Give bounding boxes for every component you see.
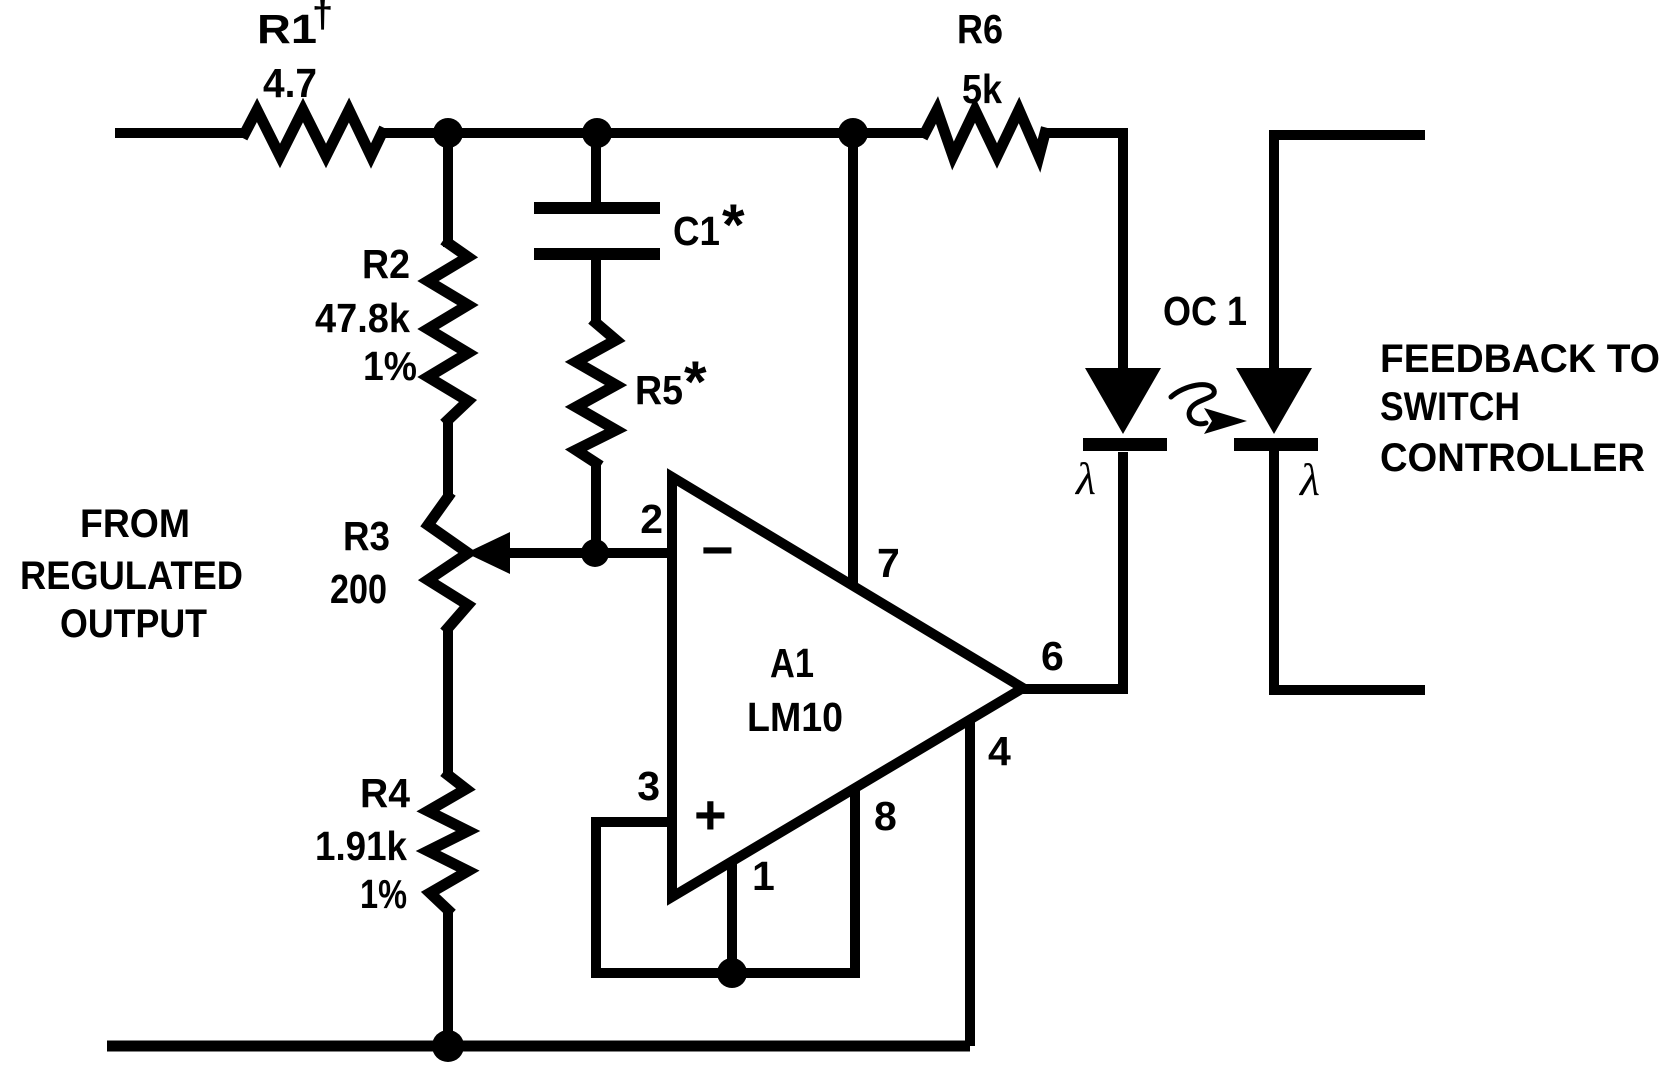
r3-zigzag — [417, 489, 478, 636]
opamp-pin7-number: 7 — [877, 540, 900, 586]
output-label-line3: CONTROLLER — [1380, 436, 1645, 480]
r2-zigzag — [417, 235, 479, 428]
input-label-line2: REGULATED — [20, 554, 243, 598]
junction-dot — [582, 118, 612, 148]
r2-value: 47.8k — [315, 295, 410, 341]
junction-dot — [581, 539, 609, 567]
r6-to-led-wire — [1045, 128, 1128, 368]
junction-dot — [432, 1030, 464, 1062]
junction-dot — [838, 118, 868, 148]
c1-designator: C1 — [673, 208, 720, 254]
photodiode-anode-wire — [1269, 130, 1425, 368]
photodiode-triangle — [1236, 368, 1312, 434]
opamp-pin3-number: 3 — [637, 763, 660, 809]
r3-value: 200 — [330, 566, 387, 612]
opamp-part-number: LM10 — [747, 694, 843, 740]
c1-bottom-plate — [534, 248, 660, 260]
led-lambda-symbol: λ — [1074, 453, 1096, 504]
input-label-line3: OUTPUT — [60, 602, 207, 646]
opamp-pin8-number: 8 — [874, 793, 897, 839]
output-label-line2: SWITCH — [1380, 385, 1520, 429]
light-coupling-squiggle — [1168, 382, 1217, 427]
r4-zigzag — [415, 767, 481, 918]
opamp-pin2-number: 2 — [640, 496, 663, 542]
r5-designator: R5 — [635, 367, 683, 413]
pin6-output-wire — [1023, 452, 1128, 694]
opamp-pin6-number: 6 — [1041, 633, 1064, 679]
r6-designator: R6 — [957, 6, 1003, 52]
r5-zigzag — [564, 315, 628, 471]
r4-tolerance: 1% — [360, 871, 407, 917]
opamp-triangle — [667, 468, 1033, 906]
photodiode-lambda-symbol: λ — [1298, 454, 1320, 505]
r3-designator: R3 — [343, 513, 390, 559]
r1-zigzag — [237, 97, 390, 169]
r4-designator: R4 — [360, 770, 410, 816]
r3-wiper-arrowhead — [466, 532, 510, 574]
r5-asterisk-marker: * — [684, 350, 707, 415]
r4-value: 1.91k — [315, 823, 407, 869]
junction-dot — [433, 118, 463, 148]
input-label-line1: FROM — [80, 502, 190, 546]
led-cathode-bar — [1083, 438, 1167, 451]
led-triangle — [1085, 368, 1161, 434]
output-label-line1: FEEDBACK TO — [1380, 337, 1660, 381]
opamp-designator: A1 — [770, 640, 814, 686]
r1-value: 4.7 — [263, 60, 317, 106]
opamp-inverting-sign: − — [701, 518, 734, 581]
r1-designator: R1 — [257, 6, 317, 52]
opamp-pin4-number: 4 — [988, 728, 1011, 774]
opamp-noninverting-sign: + — [694, 783, 727, 846]
r6-zigzag — [917, 96, 1052, 173]
optocoupler-designator: OC 1 — [1163, 288, 1247, 334]
c1-asterisk-marker: * — [722, 193, 745, 258]
r2-designator: R2 — [362, 241, 410, 287]
r2-tolerance: 1% — [363, 343, 417, 389]
light-coupling-arrowhead — [1204, 408, 1247, 434]
c1-top-plate — [534, 202, 660, 214]
photodiode-cathode-bar — [1234, 438, 1318, 451]
r1-dagger-marker: † — [312, 0, 333, 36]
pin3-loop-wire — [591, 788, 860, 978]
photodiode-cathode-wire — [1269, 451, 1425, 695]
r6-value: 5k — [962, 66, 1002, 112]
junction-dot — [717, 958, 747, 988]
opamp-pin1-number: 1 — [752, 853, 775, 899]
